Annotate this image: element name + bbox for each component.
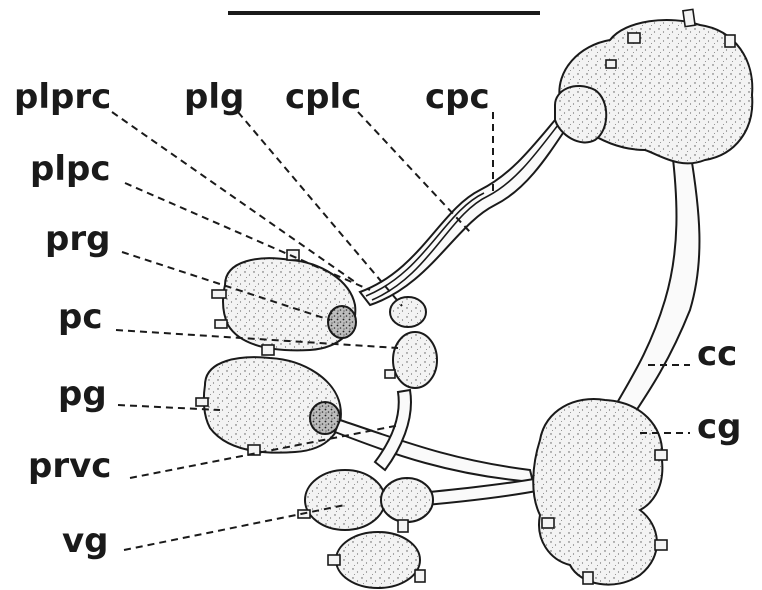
visceral-ganglion-lower <box>335 531 421 589</box>
nerve-stub <box>605 59 617 69</box>
label-plprc: plprc <box>14 77 111 117</box>
label-pg: pg <box>58 374 107 414</box>
connective-strand-1 <box>371 124 559 301</box>
cerebral-ganglion-lower <box>532 398 664 586</box>
nerve-stub <box>654 539 668 551</box>
nerve-stub <box>214 319 228 329</box>
nerve-stub <box>261 344 275 356</box>
cerebral-ganglion-upper <box>558 19 754 165</box>
visceral-ganglion-right <box>380 477 434 523</box>
leader-pg <box>117 404 221 411</box>
label-vg: vg <box>62 521 109 561</box>
pedal-visceral-connective <box>333 418 535 484</box>
label-pc: pc <box>58 297 103 337</box>
label-cpc: cpc <box>425 77 490 117</box>
nerve-stub <box>654 449 668 461</box>
cerebral-ganglion-upper-lobe <box>554 85 608 144</box>
pleural-visceral-connective <box>373 388 412 472</box>
pedal-ganglion-small <box>392 331 438 389</box>
nerve-stub <box>195 397 209 407</box>
leader-plprc <box>111 111 356 283</box>
leader-plpc <box>124 182 371 291</box>
nerve-stub <box>397 519 409 533</box>
label-cc: cc <box>697 334 737 374</box>
nerve-stub <box>627 32 641 44</box>
nerve-stub <box>286 249 300 261</box>
visceral-ganglion-left <box>304 469 386 531</box>
connective-strand-2 <box>365 192 485 297</box>
leader-prg <box>121 251 331 321</box>
nerve-stub <box>414 569 426 583</box>
nerve-stub <box>682 8 696 28</box>
label-plg: plg <box>184 77 244 117</box>
nerve-stub <box>247 444 261 456</box>
nerve-stub <box>541 517 555 529</box>
leader-plg <box>237 111 403 307</box>
leader-cplc <box>357 111 471 233</box>
nerve-stub <box>327 554 341 566</box>
leader-prvc <box>129 424 401 479</box>
nerve-stub <box>211 289 227 299</box>
nerve-stub <box>582 571 594 585</box>
nerve-stub <box>384 369 396 379</box>
label-prg: prg <box>45 219 110 259</box>
pleural-ganglion <box>389 296 427 328</box>
parietal-ganglion-core <box>327 305 357 339</box>
cerebral-commissure <box>608 149 701 422</box>
nerve-stub <box>724 34 736 48</box>
label-cg: cg <box>697 407 742 447</box>
pedal-ganglion-core <box>309 401 341 435</box>
label-plpc: plpc <box>30 149 110 189</box>
leader-vg <box>123 504 346 551</box>
label-prvc: prvc <box>28 446 111 486</box>
label-cplc: cplc <box>285 77 361 117</box>
